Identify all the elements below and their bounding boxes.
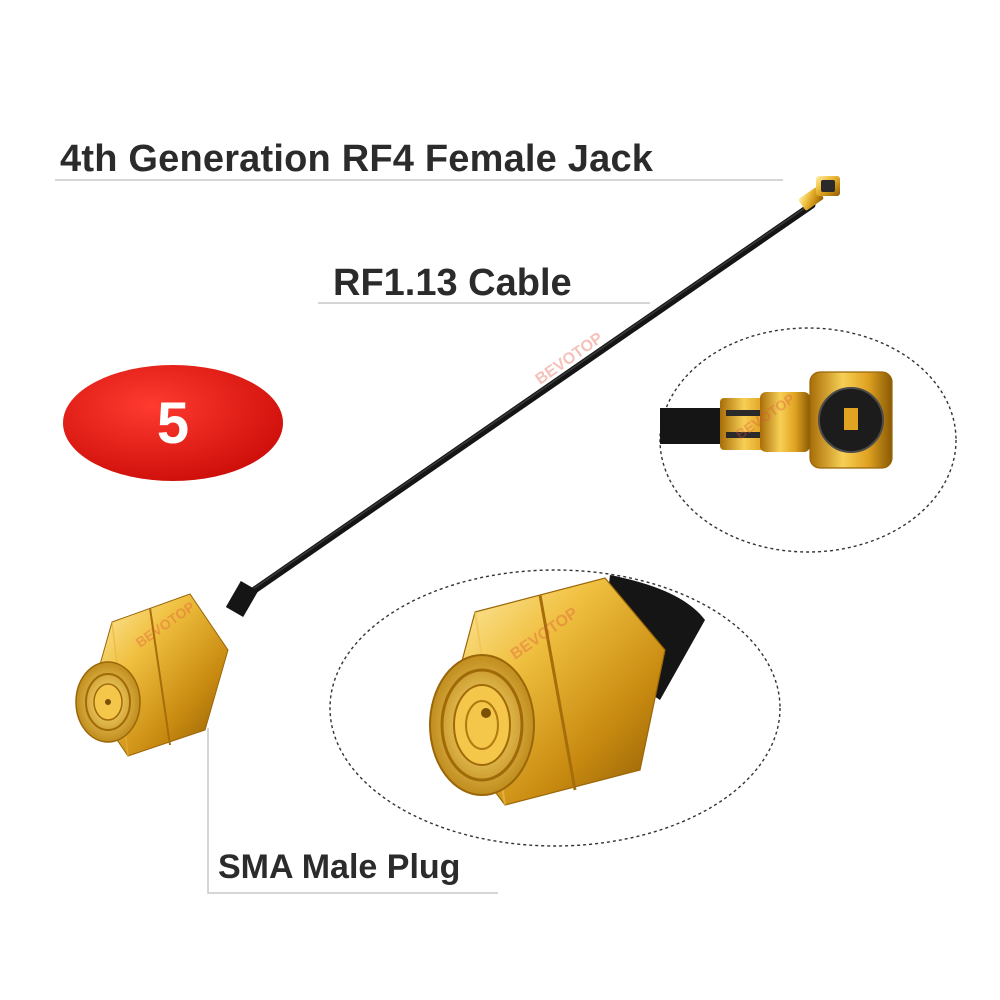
badge-number: 5 [156, 390, 190, 456]
rf4-jack-small [798, 176, 840, 211]
sma-connector-zoom [429, 575, 705, 806]
label-rf4-female-jack: 4th Generation RF4 Female Jack [60, 138, 654, 180]
zoom-circle-sma [329, 569, 781, 847]
sma-connector-small [75, 581, 259, 757]
badge-ellipse [63, 365, 283, 481]
label-rf113-cable: RF1.13 Cable [333, 262, 572, 304]
rf4-jack-zoom [660, 371, 893, 469]
cable [236, 201, 816, 604]
rule-sma [207, 728, 498, 894]
label-sma-male-plug: SMA Male Plug [218, 848, 461, 886]
